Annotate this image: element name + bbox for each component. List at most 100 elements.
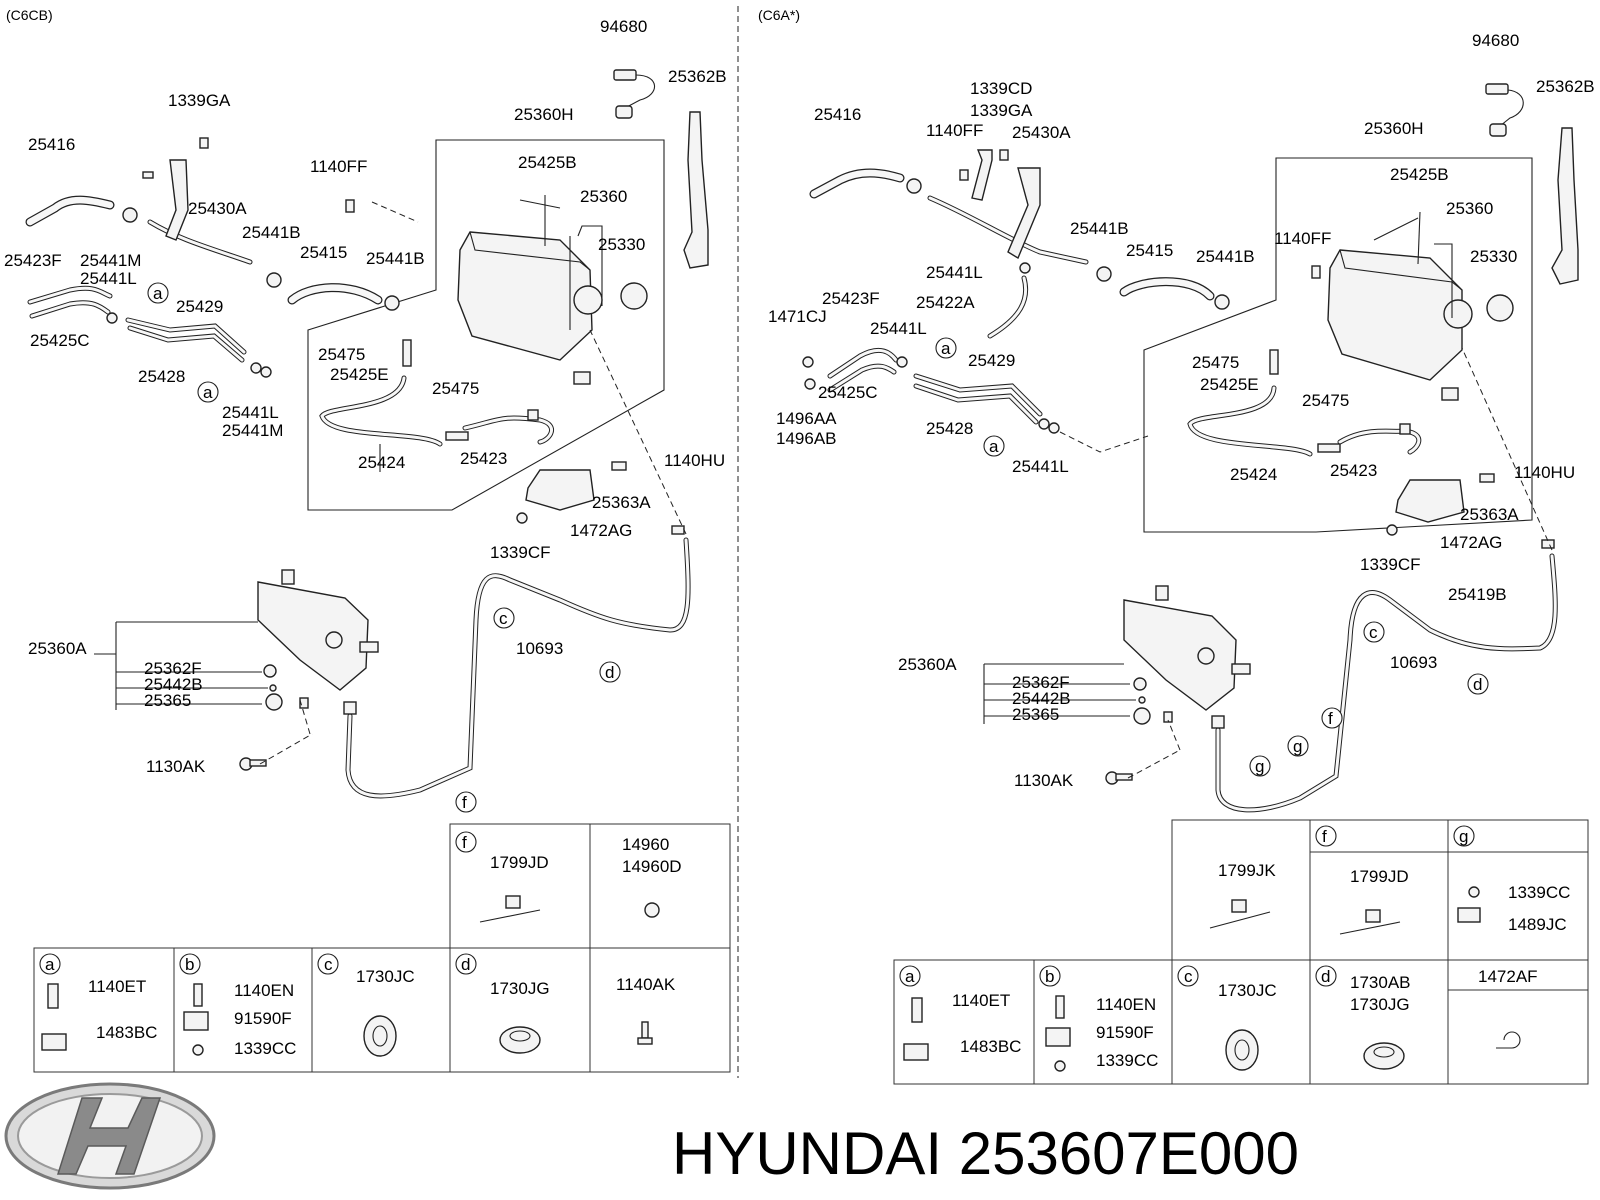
svg-text:1730AB: 1730AB — [1350, 973, 1411, 992]
svg-text:f: f — [1322, 827, 1327, 846]
svg-text:a: a — [905, 967, 915, 986]
left-label-25424: 25424 — [358, 453, 405, 472]
svg-text:1730JC: 1730JC — [1218, 981, 1277, 1000]
left-table-cell-a: a 1140ET 1483BC — [39, 953, 157, 1051]
right-label-1471CJ: 1471CJ — [768, 307, 827, 326]
right-connector-25475a — [1269, 349, 1279, 375]
right-label-25475-b: 25475 — [1302, 391, 1349, 410]
svg-text:b: b — [185, 955, 194, 974]
left-label-1140FF: 1140FF — [310, 157, 367, 176]
right-parts-table: 1799JK f 1799JD g 1339CC 1489JC a 1140ET… — [893, 819, 1589, 1085]
left-label-25441B-b: 25441B — [366, 249, 425, 268]
svg-text:g: g — [1293, 737, 1302, 756]
right-table-cell-d: d 1730AB 1730JG — [1315, 965, 1411, 1070]
left-table-cell-b: b 1140EN 91590F 1339CC — [179, 953, 296, 1058]
right-label-25363A: 25363A — [1460, 505, 1519, 524]
right-table-cell-g: g 1339CC 1489JC — [1453, 825, 1570, 934]
right-table-cell-1472AF: 1472AF — [1478, 967, 1538, 1049]
svg-text:1140AK: 1140AK — [616, 975, 676, 994]
right-label-25423F: 25423F — [822, 289, 880, 308]
left-diagram — [25, 69, 709, 799]
right-label-25415: 25415 — [1126, 241, 1173, 260]
svg-text:1489JC: 1489JC — [1508, 915, 1567, 934]
left-label-25362F: 25362F — [144, 659, 202, 678]
svg-text:1339CC: 1339CC — [1508, 883, 1570, 902]
right-table-cell-b: b 1140EN 91590F 1339CC — [1039, 965, 1158, 1072]
right-label-25441L-b: 25441L — [870, 319, 927, 338]
left-label-25428: 25428 — [138, 367, 185, 386]
svg-text:c: c — [1369, 623, 1378, 642]
right-callout-a2: a — [983, 435, 1005, 457]
right-label-25425C: 25425C — [818, 383, 878, 402]
svg-text:14960D: 14960D — [622, 857, 682, 876]
left-labels: 94680 25362B 1339GA 25360H 25416 1140FF … — [4, 17, 727, 776]
left-label-25441B-a: 25441B — [242, 223, 301, 242]
right-callout-d: d — [1467, 673, 1489, 695]
right-callouts: a a c d f g g — [935, 337, 1489, 777]
right-label-25362F: 25362F — [1012, 673, 1070, 692]
left-callout-a1: a — [147, 282, 169, 304]
svg-text:a: a — [941, 339, 951, 358]
right-label-1496AA: 1496AA — [776, 409, 837, 428]
left-reservoir-25360 — [457, 195, 603, 385]
left-label-25365: 25365 — [144, 691, 191, 710]
left-parts-table: f 1799JD 14960 14960D a 1140ET 1483BC b … — [33, 823, 731, 1073]
right-label-25362B: 25362B — [1536, 77, 1595, 96]
svg-text:f: f — [1328, 709, 1333, 728]
svg-text:1140ET: 1140ET — [88, 977, 146, 996]
right-label-25360A: 25360A — [898, 655, 957, 674]
right-label-25475-a: 25475 — [1192, 353, 1239, 372]
svg-text:1339CC: 1339CC — [1096, 1051, 1158, 1070]
left-label-25363A: 25363A — [592, 493, 651, 512]
svg-text:c: c — [499, 609, 508, 628]
left-callout-f: f — [455, 791, 477, 813]
left-label-1130AK: 1130AK — [146, 757, 206, 776]
left-label-25330: 25330 — [598, 235, 645, 254]
svg-text:1799JD: 1799JD — [490, 853, 549, 872]
left-label-1472AG: 1472AG — [570, 521, 632, 540]
svg-text:f: f — [462, 833, 467, 852]
right-bracket-25363A — [1395, 479, 1465, 523]
left-label-25360H: 25360H — [514, 105, 574, 124]
right-label-25441L-a: 25441L — [926, 263, 983, 282]
left-label-25441M-b: 25441M — [222, 421, 283, 440]
left-table-cell-f: f 1799JD — [455, 831, 549, 923]
svg-text:a: a — [203, 383, 213, 402]
left-table-cell-c: c 1730JC — [317, 953, 415, 1057]
svg-text:a: a — [989, 437, 999, 456]
svg-text:d: d — [1473, 675, 1482, 694]
svg-text:d: d — [1321, 967, 1330, 986]
right-labels: 94680 1339CD 1339GA 25362B 25416 1140FF … — [768, 31, 1595, 790]
left-label-25416: 25416 — [28, 135, 75, 154]
right-label-25416: 25416 — [814, 105, 861, 124]
svg-text:a: a — [45, 955, 55, 974]
right-callout-f: f — [1321, 707, 1343, 729]
svg-text:1483BC: 1483BC — [960, 1037, 1021, 1056]
right-label-25442B: 25442B — [1012, 689, 1071, 708]
svg-text:d: d — [605, 663, 614, 682]
right-callout-g1: g — [1287, 735, 1309, 757]
svg-text:a: a — [153, 284, 163, 303]
right-group-outline — [1143, 157, 1533, 533]
left-label-25429: 25429 — [176, 297, 223, 316]
right-sensor-94680 — [1485, 83, 1524, 137]
right-label-1496AB: 1496AB — [776, 429, 837, 448]
right-label-25429: 25429 — [968, 351, 1015, 370]
left-label-25415: 25415 — [300, 243, 347, 262]
left-label-25423F: 25423F — [4, 251, 62, 270]
svg-text:d: d — [461, 955, 470, 974]
left-label-25430A: 25430A — [188, 199, 247, 218]
left-bracket-25362B — [683, 111, 709, 269]
left-callout-d: d — [599, 661, 621, 683]
svg-text:1730JC: 1730JC — [356, 967, 415, 986]
right-label-10693: 10693 — [1390, 653, 1437, 672]
right-label-25441L-c: 25441L — [1012, 457, 1069, 476]
left-callout-a2: a — [197, 381, 219, 403]
svg-text:b: b — [1045, 967, 1054, 986]
svg-text:1483BC: 1483BC — [96, 1023, 157, 1042]
left-label-25441L-b: 25441L — [222, 403, 279, 422]
brand-part-number: HYUNDAI 253607E000 — [672, 1120, 1299, 1187]
left-connector-25475a — [402, 339, 412, 367]
left-label-25423: 25423 — [460, 449, 507, 468]
